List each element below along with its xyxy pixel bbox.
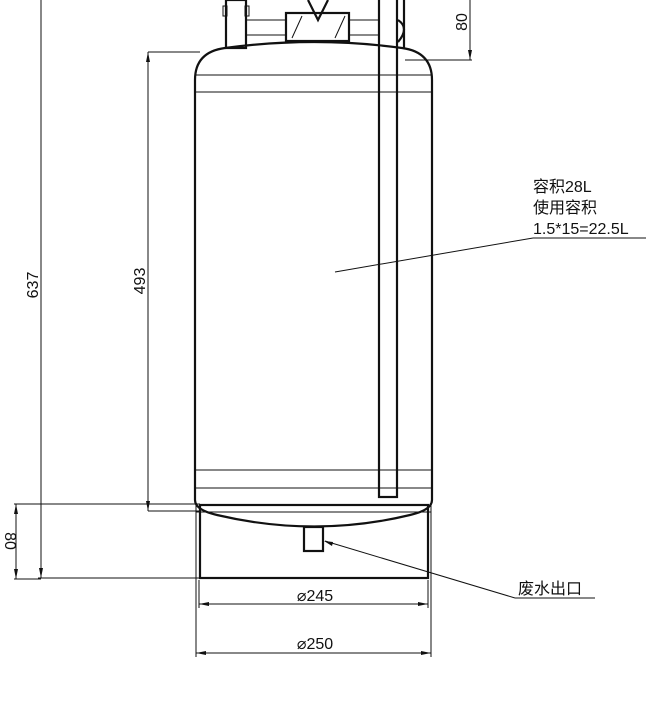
dim-80-top-label: 80 <box>454 13 471 31</box>
dim-245-label: ⌀245 <box>297 588 333 605</box>
dimension-250: ⌀250 <box>195 505 432 657</box>
drain-fitting <box>302 525 325 553</box>
dim-250-label: ⌀250 <box>297 636 333 653</box>
base-skirt <box>196 503 431 580</box>
dimension-245: ⌀245 <box>198 580 429 608</box>
dim-637-label: 637 <box>25 272 42 299</box>
dimension-80-base: 80 <box>1 503 200 580</box>
volume-label: 容积28L <box>533 178 592 196</box>
usable-volume-label: 使用容积 <box>533 199 597 217</box>
drain-outlet-label: 废水出口 <box>518 580 582 598</box>
dim-80-base-label: 80 <box>1 532 18 550</box>
top-fittings <box>222 0 406 50</box>
dip-pipe <box>377 0 399 499</box>
usable-volume-value: 1.5*15=22.5L <box>533 221 629 238</box>
dimension-493: 493 <box>132 51 200 512</box>
dim-493-label: 493 <box>132 268 149 295</box>
drain-callout: 废水出口 <box>324 540 595 599</box>
volume-callout: 容积28L 使用容积 1.5*15=22.5L <box>334 178 646 273</box>
dimension-80-top: 80 <box>405 0 472 61</box>
dimension-637: 637 <box>25 0 200 579</box>
